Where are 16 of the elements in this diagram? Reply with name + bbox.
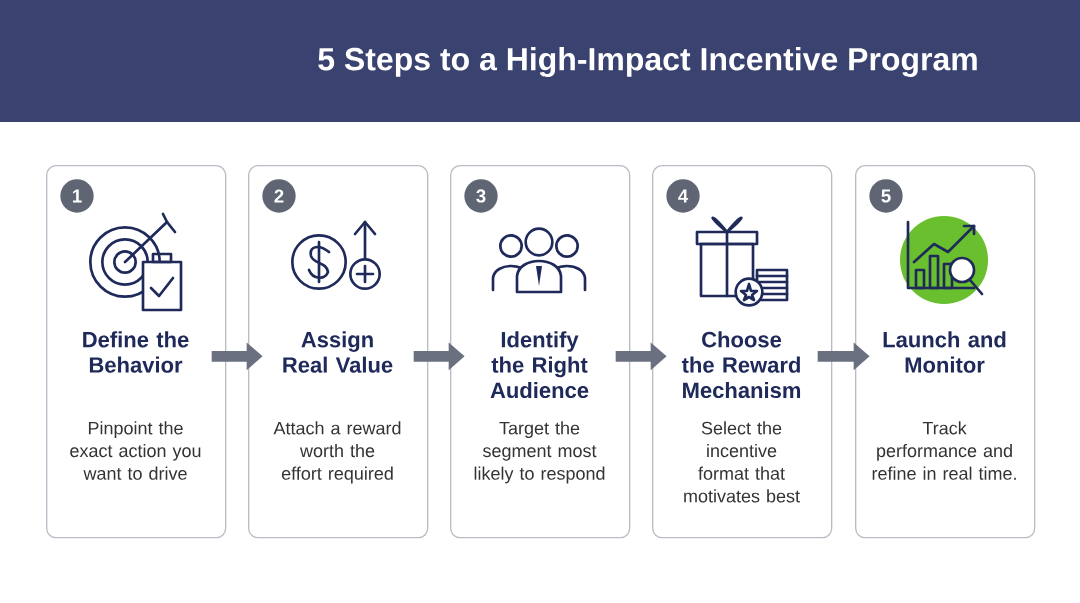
step-description: Select the incentive format that motivates best [684,421,800,503]
step-title: Assign Real Value [283,331,393,373]
step-description: Pinpoint the exact action you want to drive [70,421,201,480]
step-number: 1 [60,179,94,213]
step-title: Choose the Reward Mechanism [681,331,801,399]
step-number: 5 [869,179,903,213]
step-title: Launch and Monitor [883,331,1006,373]
step-number: 4 [666,179,700,213]
step-number: 2 [262,179,296,213]
step-number: 3 [464,179,498,213]
step-title: Identify the Right Audience [490,331,589,399]
step-description: Attach a reward worth the effort required [273,421,401,484]
step-description: Track performance and refine in real time. [872,421,1016,480]
step-description: Target the segment most likely to respond [474,421,605,484]
title: 5 Steps to a High-Impact Incentive Program [318,47,977,77]
step-title: Define the Behavior [83,331,189,373]
